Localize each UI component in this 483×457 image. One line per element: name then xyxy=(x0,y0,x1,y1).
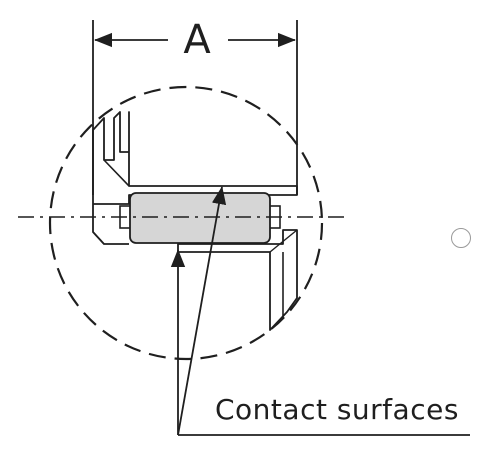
roller-body xyxy=(129,192,271,244)
callout-label: Contact surfaces xyxy=(215,393,459,426)
upper-bracket-lower-edge xyxy=(92,231,105,245)
detail-circle xyxy=(48,85,324,361)
radio-button[interactable] xyxy=(451,228,471,248)
leader-line-upper-surface xyxy=(177,186,227,436)
lower-bracket-fold-line xyxy=(269,229,298,253)
lower-bracket xyxy=(177,229,298,331)
upper-bracket-inner-line xyxy=(103,159,130,187)
dimension-label: A xyxy=(183,17,211,63)
